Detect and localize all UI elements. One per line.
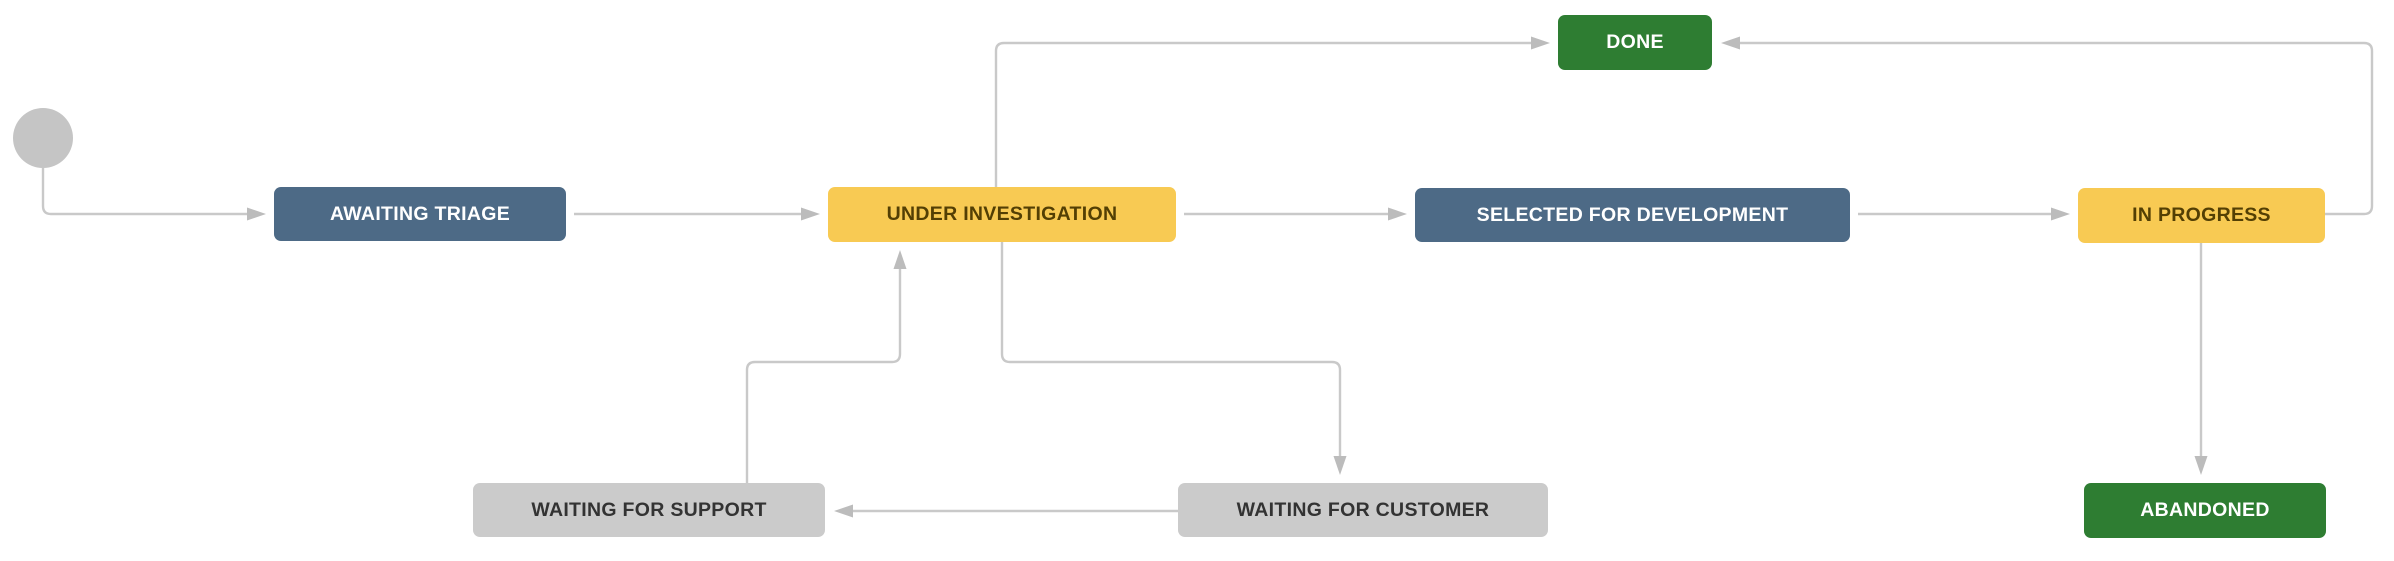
status-label: IN PROGRESS [2132, 204, 2271, 226]
transition-waiting-for-customer-to-waiting-for-support[interactable] [834, 504, 1178, 518]
transition-start-to-awaiting-triage[interactable] [41, 168, 266, 221]
transition-in-progress-to-done[interactable] [1721, 36, 2374, 216]
transition-in-progress-to-abandoned[interactable] [2194, 243, 2208, 475]
status-node-in-progress[interactable]: IN PROGRESS [2078, 188, 2325, 243]
start-node[interactable] [13, 108, 73, 168]
status-label: ABANDONED [2140, 499, 2270, 521]
status-label: SELECTED FOR DEVELOPMENT [1476, 203, 1789, 226]
status-node-waiting-for-support[interactable]: WAITING FOR SUPPORT [473, 483, 825, 537]
transition-awaiting-triage-to-under-investigation[interactable] [574, 207, 820, 221]
status-label: UNDER INVESTIGATION [886, 203, 1118, 225]
transition-waiting-for-support-to-under-investigation[interactable] [745, 250, 907, 483]
status-label: WAITING FOR CUSTOMER [1236, 498, 1490, 521]
transition-under-investigation-to-done[interactable] [994, 36, 1550, 188]
status-node-done[interactable]: DONE [1558, 15, 1712, 70]
status-node-awaiting-triage[interactable]: AWAITING TRIAGE [274, 187, 566, 241]
status-node-abandoned[interactable]: ABANDONED [2084, 483, 2326, 538]
status-label: AWAITING TRIAGE [330, 202, 510, 225]
transition-under-investigation-to-waiting-for-customer[interactable] [1000, 242, 1347, 475]
status-label: WAITING FOR SUPPORT [531, 498, 767, 521]
status-node-under-investigation[interactable]: UNDER INVESTIGATION [828, 187, 1176, 242]
status-node-waiting-for-customer[interactable]: WAITING FOR CUSTOMER [1178, 483, 1548, 537]
status-label: DONE [1606, 31, 1664, 53]
transition-selected-for-development-to-in-progress[interactable] [1858, 207, 2070, 221]
transition-under-investigation-to-selected-for-development[interactable] [1184, 207, 1407, 221]
status-node-selected-for-development[interactable]: SELECTED FOR DEVELOPMENT [1415, 188, 1850, 242]
